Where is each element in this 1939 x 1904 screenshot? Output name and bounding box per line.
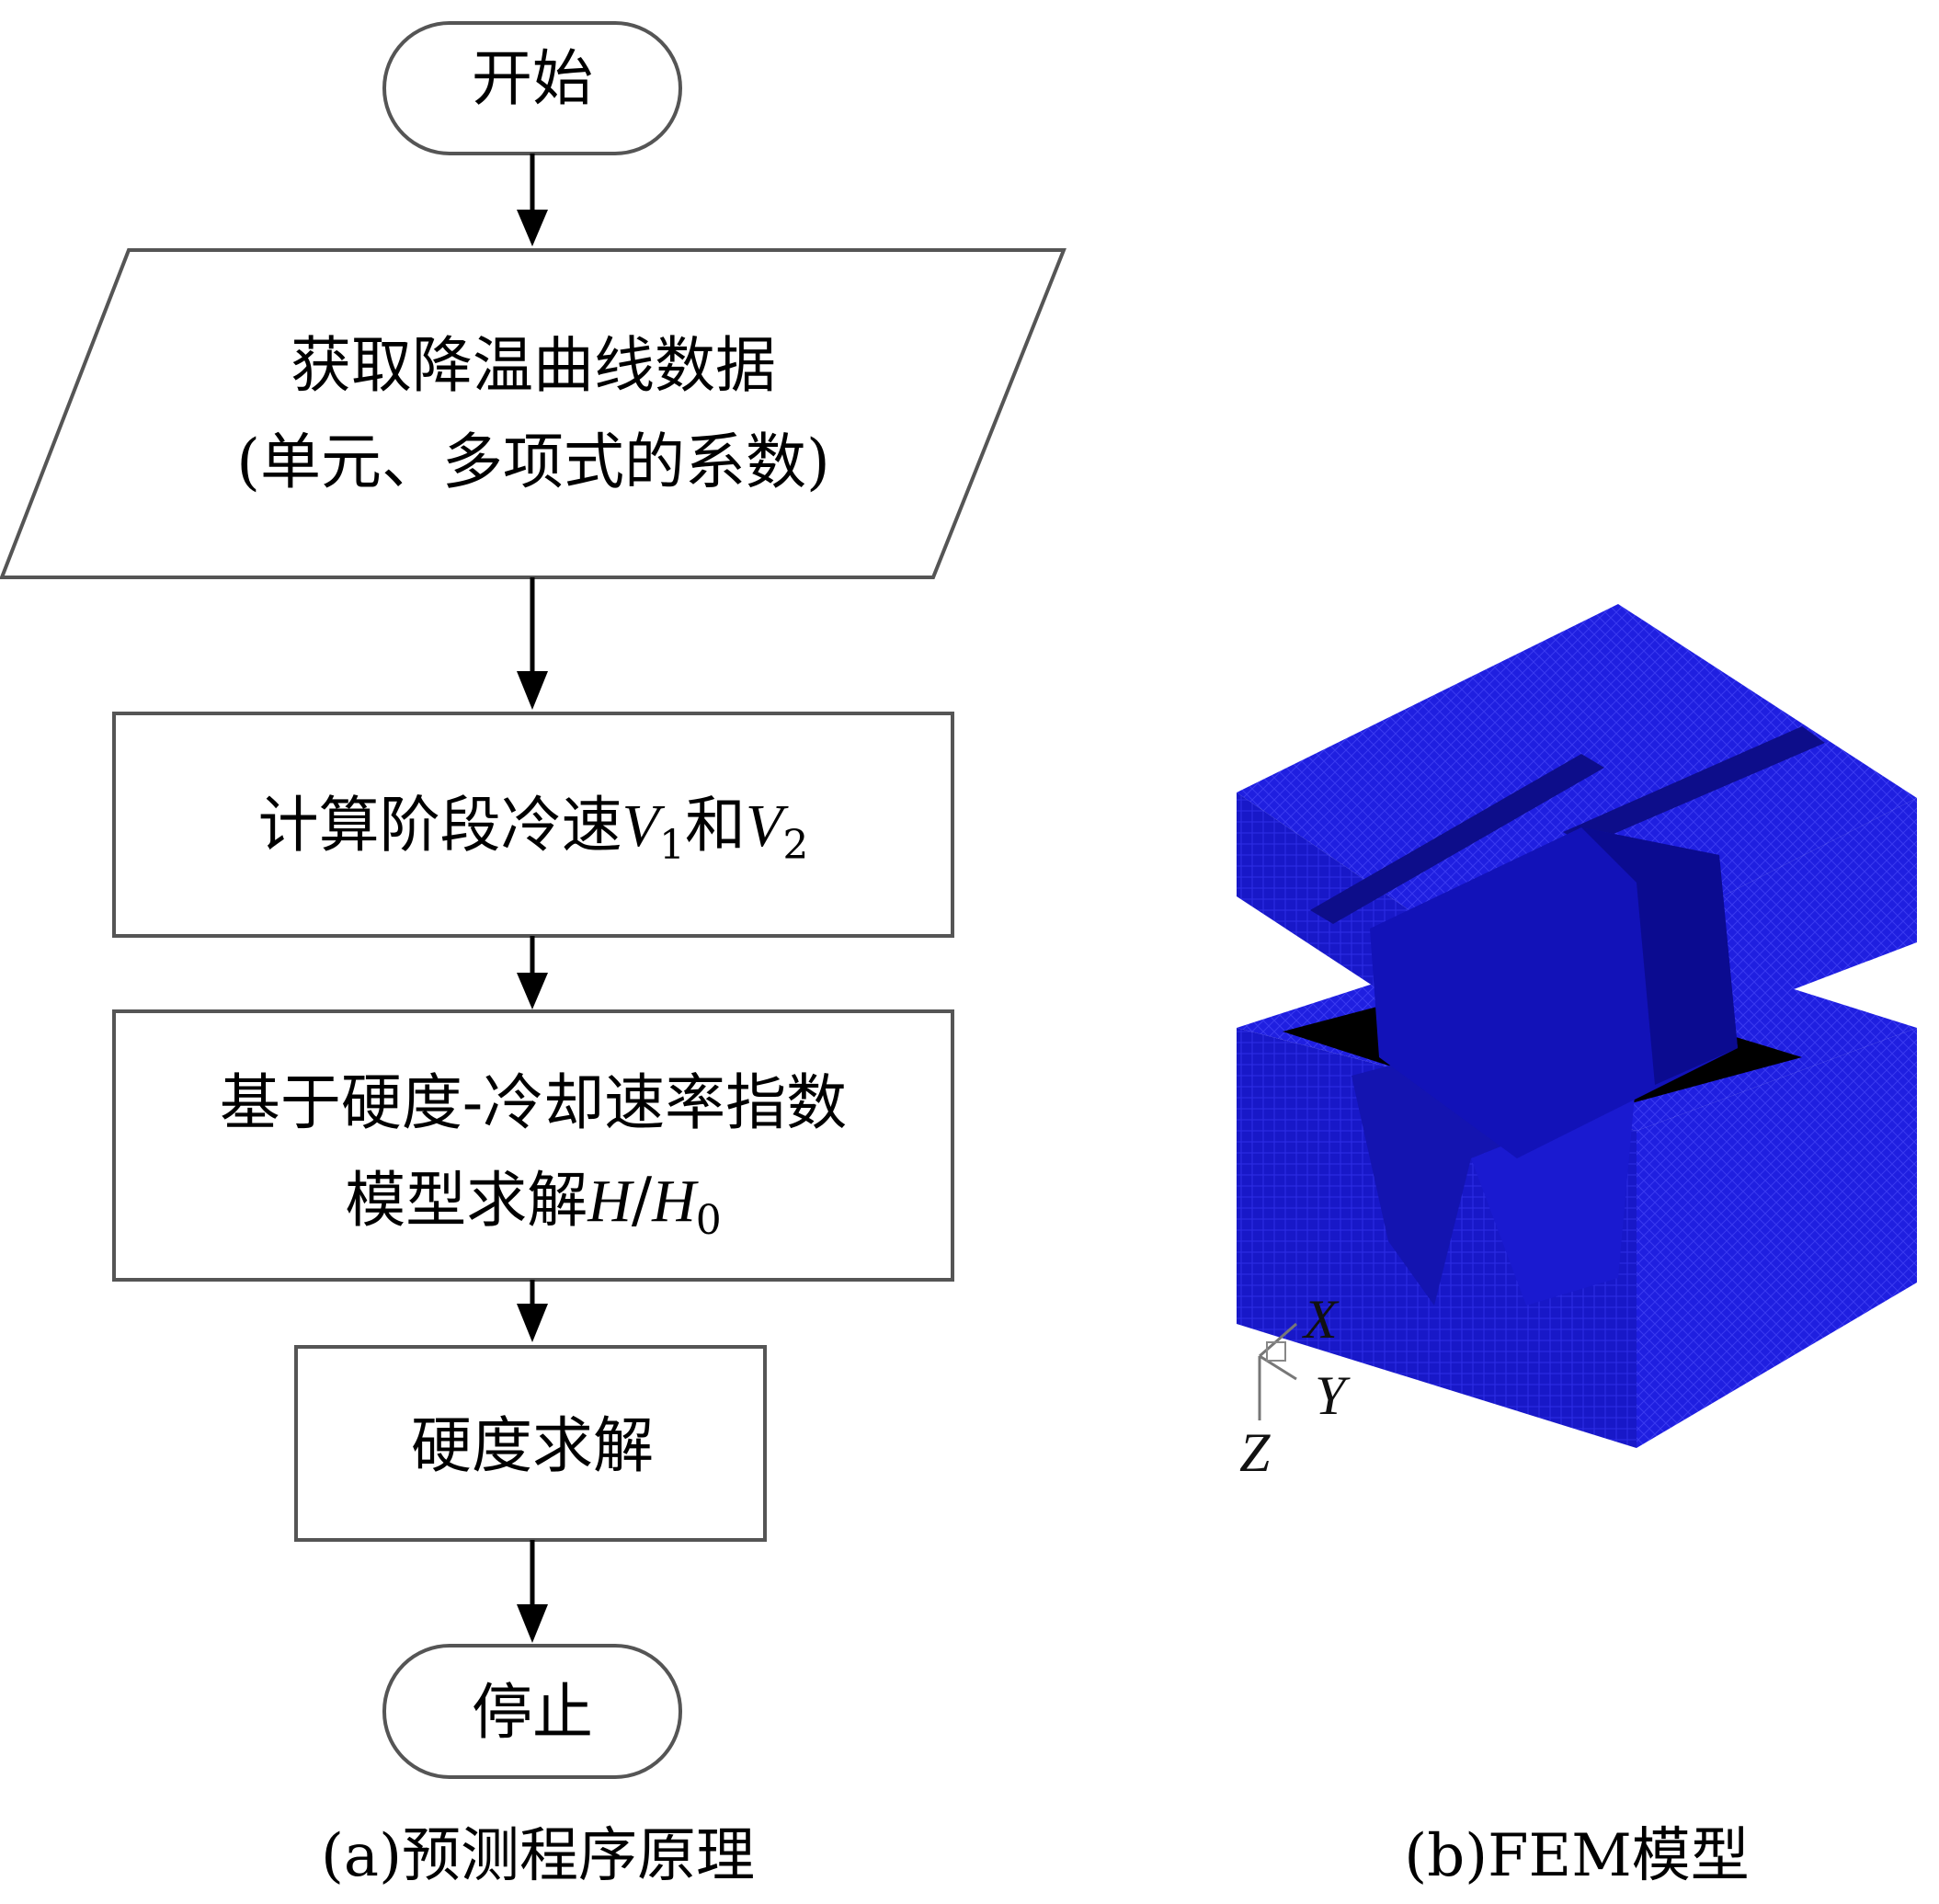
arrowhead-1: [517, 210, 548, 246]
caption-a: (a)预测程序原理: [321, 1822, 755, 1890]
model-line2: 模型求解H/H0: [345, 1165, 722, 1244]
axis-x-label: X: [1302, 1289, 1340, 1350]
stop-label: 停止: [472, 1677, 593, 1748]
flowchart: 开始 获取降温曲线数据 (单元、多项式的系数) 计算阶段冷速V1和V2 基于硬度…: [0, 21, 1066, 1890]
model-line1: 基于硬度-冷却速率指数: [220, 1067, 847, 1138]
upper-ridge-2: [1563, 726, 1825, 846]
arrowhead-5: [517, 1604, 548, 1643]
axis-z-label: Z: [1239, 1422, 1271, 1483]
upper-block-top: [1237, 604, 1917, 993]
axis-y-label: Y: [1315, 1365, 1351, 1426]
lower-block-right: [1637, 1028, 1917, 1448]
hardness-box: [294, 1345, 767, 1542]
caption-b: (b)FEM模型: [1404, 1822, 1750, 1890]
hardness-label: 硬度求解: [411, 1410, 654, 1481]
fem-model: X Y Z (b)FEM模型: [1237, 604, 1917, 1890]
upper-punch-shadow: [1581, 827, 1738, 1085]
input-line1: 获取降温曲线数据: [291, 330, 776, 401]
arrowhead-4: [517, 1304, 548, 1342]
calc-label: 计算阶段冷速V1和V2: [258, 790, 809, 869]
arrowhead-2: [517, 671, 548, 710]
start-label: 开始: [472, 43, 593, 114]
calc-box: [112, 712, 954, 938]
axis-triad: X Y Z: [1239, 1289, 1351, 1483]
model-box: [112, 1009, 954, 1282]
upper-ridge-1: [1310, 754, 1604, 924]
input-parallelogram: [0, 248, 1066, 579]
stop-terminal: [382, 1644, 682, 1779]
arrowhead-3: [517, 973, 548, 1009]
input-line2: (单元、多项式的系数): [236, 427, 830, 497]
